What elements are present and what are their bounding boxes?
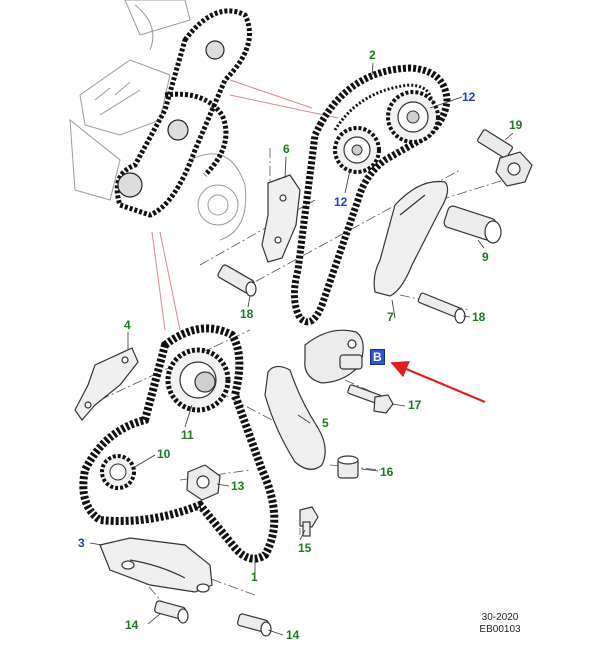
camshaft-bolt bbox=[477, 129, 533, 187]
tensioner-bolt bbox=[347, 384, 394, 414]
camshaft-sprocket-intake bbox=[333, 126, 381, 174]
upper-timing-chain bbox=[291, 64, 451, 326]
figure-reference: 30-2020 EB00103 bbox=[470, 612, 530, 636]
guide-pin-left bbox=[217, 264, 257, 297]
callout-15: 15 bbox=[298, 541, 312, 555]
figure-section-number: 30-2020 bbox=[481, 612, 519, 623]
primary-timing-chain bbox=[79, 324, 279, 563]
callout-5: 5 bbox=[322, 416, 329, 430]
lower-chain-guide bbox=[99, 537, 213, 593]
upper-chain-tensioner bbox=[443, 205, 502, 244]
callout-9: 9 bbox=[482, 250, 489, 264]
lower-guide-pin-right bbox=[237, 613, 272, 637]
overview-timing-chain bbox=[114, 8, 252, 218]
callout-12-upper: 12 bbox=[462, 90, 476, 104]
primary-chain-tensioner bbox=[304, 329, 364, 384]
callout-b: B bbox=[370, 349, 385, 365]
callout-3: 3 bbox=[78, 536, 85, 550]
highlight-arrow bbox=[390, 361, 486, 404]
callout-13: 13 bbox=[231, 479, 245, 493]
callout-2: 2 bbox=[369, 48, 376, 62]
upper-fixed-guide bbox=[261, 174, 301, 263]
callout-14-left: 14 bbox=[125, 618, 139, 632]
callout-7: 7 bbox=[387, 310, 394, 324]
callout-11: 11 bbox=[181, 428, 194, 442]
callout-1: 1 bbox=[251, 570, 258, 584]
leader-lines bbox=[151, 79, 339, 331]
callout-17: 17 bbox=[408, 398, 422, 412]
callout-6: 6 bbox=[283, 142, 290, 156]
upper-chain-inner bbox=[333, 83, 434, 131]
callout-12-lower: 12 bbox=[334, 195, 348, 209]
sprocket-nut bbox=[186, 464, 221, 501]
guide-bolt-15 bbox=[299, 506, 319, 537]
callout-10: 10 bbox=[157, 447, 171, 461]
crankshaft-sprocket bbox=[100, 454, 136, 490]
figure-id: EB00103 bbox=[479, 624, 521, 635]
callout-18-left: 18 bbox=[240, 307, 254, 321]
callout-16: 16 bbox=[380, 465, 394, 479]
callout-leaders bbox=[89, 62, 514, 636]
camshaft-sprocket-exhaust bbox=[386, 90, 440, 144]
primary-fixed-guide bbox=[74, 347, 139, 421]
engine-overview bbox=[69, 0, 247, 241]
guide-bolt-right bbox=[417, 292, 466, 324]
primary-tensioner-guide bbox=[264, 365, 326, 470]
lower-guide-pin-left bbox=[154, 600, 189, 624]
callout-18-right: 18 bbox=[472, 310, 486, 324]
intermediate-sprocket bbox=[165, 347, 231, 413]
upper-tensioner-guide bbox=[373, 180, 449, 297]
callout-4: 4 bbox=[124, 318, 131, 332]
guide-pin-16 bbox=[337, 455, 359, 479]
overview-sprockets bbox=[117, 40, 225, 198]
callout-19: 19 bbox=[509, 118, 523, 132]
callout-14-right: 14 bbox=[286, 628, 300, 642]
